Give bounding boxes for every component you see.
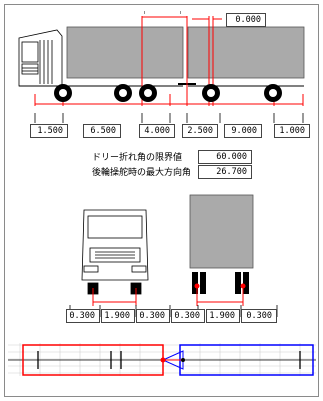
front-track-width-field[interactable]: 1.900 (101, 309, 135, 323)
dim-drawbar-field[interactable]: 2.500 (182, 124, 218, 138)
dolly-angle-limit-label: ドリー折れ角の限界値 (92, 153, 183, 163)
rear-left-overhang-field[interactable]: 0.300 (171, 309, 205, 323)
rear-steer-max-angle-field[interactable]: 26.700 (198, 165, 252, 179)
trailer-cargo-box (187, 26, 305, 79)
dim-front-overhang-field[interactable]: 1.500 (30, 124, 68, 138)
truck-cargo-box (66, 26, 184, 79)
front-right-overhang-field[interactable]: 0.300 (136, 309, 170, 323)
dolly-angle-limit-field[interactable]: 60.000 (198, 150, 252, 164)
dim-trailer-wheelbase-field[interactable]: 9.000 (224, 124, 262, 138)
dim-rear-to-hitch-field[interactable]: 4.000 (139, 124, 175, 138)
dim-truck-wheelbase-field[interactable]: 6.500 (83, 124, 121, 138)
rear-right-overhang-field[interactable]: 0.300 (241, 309, 277, 323)
top-value-field[interactable]: 0.000 (226, 13, 266, 27)
rear-track-width-field[interactable]: 1.900 (206, 309, 240, 323)
trailer-rear-view (189, 194, 254, 269)
side-view-wheels (54, 84, 282, 102)
rear-view-tires (192, 272, 249, 294)
rear-steer-max-angle-label: 後輪操舵時の最大方向角 (92, 168, 192, 178)
svg-text:ı: ı (144, 10, 145, 16)
window-frame (4, 4, 319, 397)
dim-rear-overhang-field[interactable]: 1.000 (274, 124, 310, 138)
truck-cab (18, 29, 63, 87)
front-left-overhang-field[interactable]: 0.300 (66, 309, 100, 323)
svg-text:ı: ı (180, 10, 181, 16)
